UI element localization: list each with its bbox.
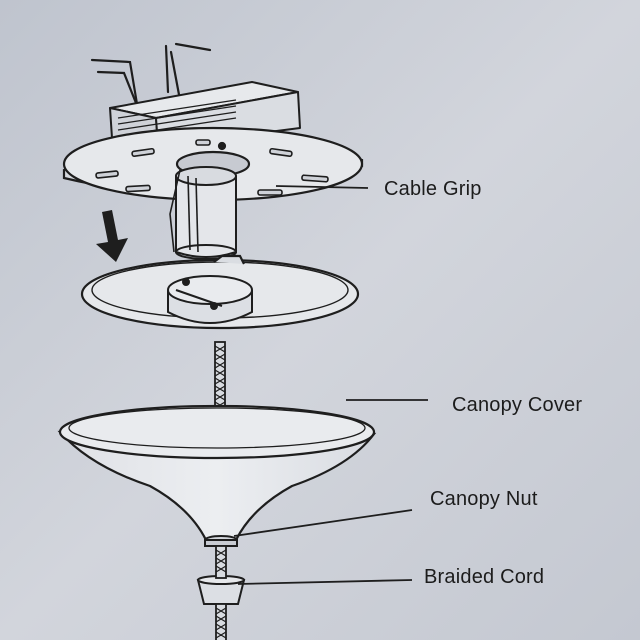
label-canopy-nut: Canopy Nut xyxy=(430,488,538,510)
cord-grip xyxy=(196,575,246,605)
label-braided-cord: Braided Cord xyxy=(424,566,545,588)
socket-cup xyxy=(167,275,253,324)
braided-cord-lower xyxy=(215,603,227,640)
supply-wires xyxy=(90,42,212,110)
leader-line-cable-grip xyxy=(275,185,369,189)
cable-grip xyxy=(169,166,237,260)
label-cable-grip: Cable Grip xyxy=(384,178,482,200)
down-arrow-icon xyxy=(96,210,128,262)
braided-cord-middle xyxy=(215,545,227,579)
leader-line-canopy-nut xyxy=(233,509,413,537)
label-canopy-cover: Canopy Cover xyxy=(452,394,583,416)
leader-line-braided-cord xyxy=(237,579,413,585)
canopy-nut xyxy=(204,535,238,547)
